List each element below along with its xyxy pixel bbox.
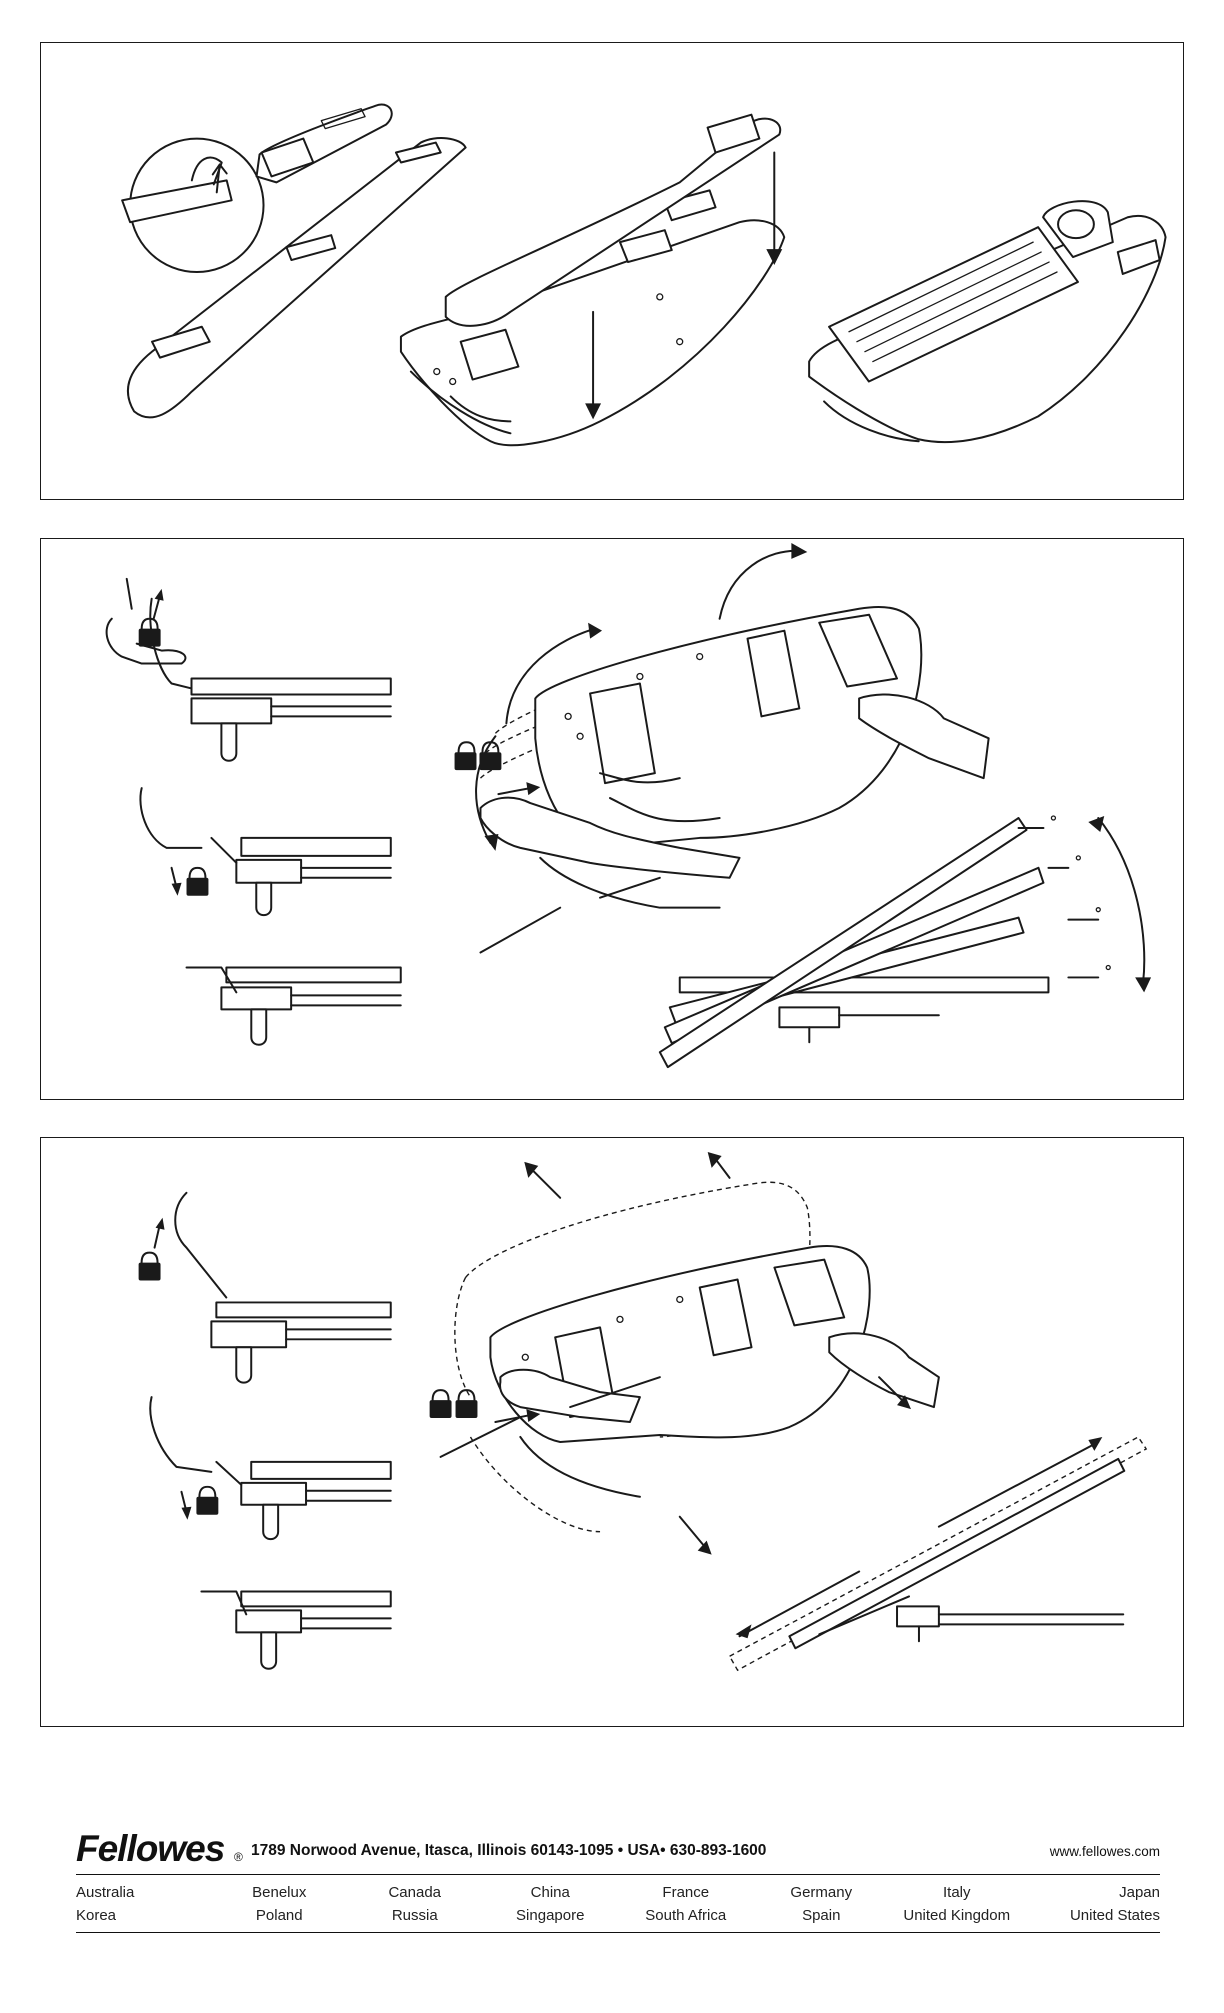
slide-panel xyxy=(40,1137,1184,1727)
country-item: China xyxy=(483,1884,619,1901)
slide-track-extension-icon xyxy=(730,1437,1147,1670)
company-address: 1789 Norwood Avenue, Itasca, Illinois 60… xyxy=(251,1842,766,1860)
country-item: Germany xyxy=(754,1884,890,1901)
country-item: France xyxy=(618,1884,754,1901)
assembly-illustration xyxy=(41,43,1183,499)
lever-locked-icon xyxy=(201,1591,390,1668)
velcro-peel-detail-icon xyxy=(122,139,263,272)
tilt-panel xyxy=(40,538,1184,1100)
mouse-pad-strip-icon xyxy=(257,105,392,183)
unlock-lever-lift-icon xyxy=(107,579,391,761)
countries-row-1: Australia Benelux Canada China France Ge… xyxy=(76,1884,1160,1901)
platform-assembly-icon xyxy=(401,115,784,445)
brand-name: Fellowes xyxy=(76,1828,224,1869)
lever-locked-icon xyxy=(187,967,401,1044)
lock-lever-press-icon xyxy=(150,1397,390,1539)
country-item: Poland xyxy=(212,1907,348,1924)
slide-platform-hands-icon xyxy=(430,1152,939,1555)
unlock-lever-lift-icon xyxy=(139,1193,391,1383)
country-item: Singapore xyxy=(483,1907,619,1924)
country-item: Spain xyxy=(754,1907,890,1924)
website-link[interactable]: www.fellowes.com xyxy=(1050,1844,1160,1859)
divider-top xyxy=(76,1874,1160,1875)
slide-illustration xyxy=(41,1138,1183,1726)
country-item: Russia xyxy=(347,1907,483,1924)
tilt-angle-positions-icon xyxy=(660,816,1151,1067)
assembled-keyboard-platform-icon xyxy=(809,201,1165,442)
registered-mark: ® xyxy=(234,1850,242,1864)
country-item: Italy xyxy=(889,1884,1025,1901)
brand-logo: Fellowes ® xyxy=(76,1828,224,1870)
country-item: Canada xyxy=(347,1884,483,1901)
assembly-panel xyxy=(40,42,1184,500)
footer: Fellowes ® 1789 Norwood Avenue, Itasca, … xyxy=(76,1828,1160,1968)
countries-row-2: Korea Poland Russia Singapore South Afri… xyxy=(76,1907,1160,1924)
country-item: Japan xyxy=(1025,1884,1161,1901)
country-item: Benelux xyxy=(212,1884,348,1901)
divider-bottom xyxy=(76,1932,1160,1933)
country-item: United Kingdom xyxy=(889,1907,1025,1924)
country-item: Australia xyxy=(76,1884,212,1901)
lock-lever-press-icon xyxy=(140,788,390,915)
country-item: Korea xyxy=(76,1907,212,1924)
country-item: United States xyxy=(1025,1907,1161,1924)
country-item: South Africa xyxy=(618,1907,754,1924)
tilt-illustration xyxy=(41,539,1183,1099)
